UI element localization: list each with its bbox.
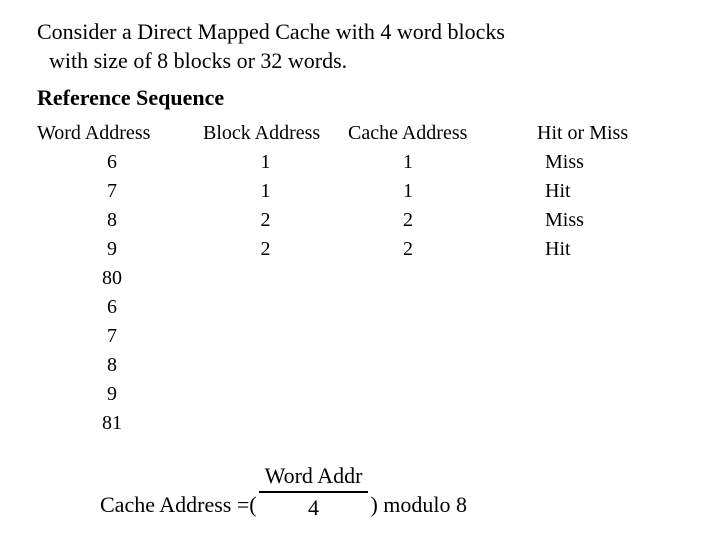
cell-word-address: 80: [102, 267, 122, 289]
cell-word-address: 9: [107, 238, 117, 260]
section-title: Reference Sequence: [37, 85, 225, 110]
table-row: 8: [0, 351, 720, 380]
cell-cache-address: 1: [403, 151, 413, 173]
intro-line-1: Consider a Direct Mapped Cache with 4 wo…: [37, 19, 505, 44]
table-row: 6 1 1 Miss: [0, 148, 720, 177]
table-row: 8 2 2 Miss: [0, 206, 720, 235]
cell-cache-address: 2: [403, 209, 413, 231]
table-row: 9: [0, 380, 720, 409]
table-row: 81: [0, 409, 720, 438]
cell-word-address: 9: [107, 383, 117, 405]
cell-block-address: 2: [260, 209, 271, 231]
cell-word-address: 8: [107, 209, 117, 231]
column-header-hit-or-miss: Hit or Miss: [537, 122, 629, 144]
cell-word-address: 81: [102, 412, 122, 434]
table-row: 7 1 1 Hit: [0, 177, 720, 206]
fraction-bar: [258, 491, 369, 493]
cell-block-address: 1: [260, 151, 271, 173]
formula-trail: ) modulo 8: [370, 491, 467, 517]
cell-word-address: 7: [107, 180, 117, 202]
cell-word-address: 6: [107, 296, 117, 318]
cell-word-address: 8: [107, 354, 117, 376]
table-row: 6: [0, 293, 720, 322]
cell-hit-or-miss: Hit: [545, 180, 571, 202]
intro-line-2: with size of 8 blocks or 32 words.: [49, 48, 348, 73]
cell-hit-or-miss: Miss: [545, 209, 584, 231]
cell-hit-or-miss: Hit: [545, 238, 571, 260]
formula-numerator: Word Addr: [264, 463, 363, 488]
formula-fraction: Word Addr 4: [258, 462, 369, 522]
reference-sequence-table: Word Address Block Address Cache Address…: [0, 119, 720, 438]
cell-block-address: 2: [260, 238, 271, 260]
column-header-block-address: Block Address: [203, 122, 321, 144]
column-header-cache-address: Cache Address: [348, 122, 468, 144]
cell-cache-address: 2: [403, 238, 413, 260]
formula-lead: Cache Address =(: [100, 491, 257, 517]
cell-block-address: 1: [260, 180, 271, 202]
intro-paragraph: Consider a Direct Mapped Cache with 4 wo…: [37, 17, 697, 75]
table-row: 80: [0, 264, 720, 293]
cell-word-address: 6: [107, 151, 117, 173]
table-row: 7: [0, 322, 720, 351]
cache-address-formula: Cache Address =( Word Addr 4 ) modulo 8: [100, 462, 467, 522]
table-row: 9 2 2 Hit: [0, 235, 720, 264]
cell-word-address: 7: [107, 325, 117, 347]
formula-denominator: 4: [308, 495, 320, 520]
cell-cache-address: 1: [403, 180, 413, 202]
table-header-row: Word Address Block Address Cache Address…: [0, 119, 720, 148]
column-header-word-address: Word Address: [37, 122, 151, 144]
cell-hit-or-miss: Miss: [545, 151, 584, 173]
